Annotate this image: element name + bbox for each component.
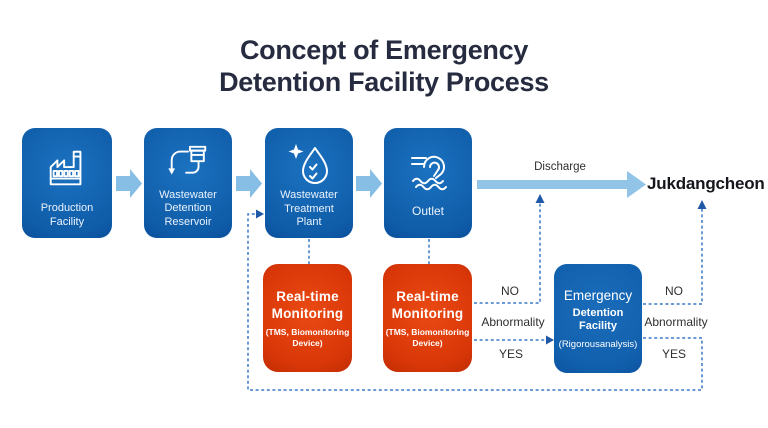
- monitoring-box-2: Real-time Monitoring (TMS, Biomonitoring…: [383, 264, 472, 372]
- title-line: Monitoring: [391, 305, 464, 321]
- process-box-label: Wastewater Treatment Plant: [280, 189, 338, 230]
- title-line: Real-time: [276, 288, 339, 304]
- flow-arrow-2-icon: [236, 169, 262, 198]
- label-line: Reservoir: [164, 215, 212, 228]
- title-line: Real-time: [396, 288, 459, 304]
- emergency-detention-facility-box: Emergency Detention Facility (Rigorousan…: [554, 264, 642, 373]
- connector-yes-recirculation-loop: [247, 213, 703, 391]
- subtitle-line: (TMS, Biomonitoring: [385, 326, 470, 337]
- monitoring-title: Real-time Monitoring: [272, 288, 344, 322]
- detention-reservoir-icon: [165, 141, 211, 189]
- monitoring-title: Real-time Monitoring: [392, 288, 464, 322]
- label-line: Treatment: [284, 202, 334, 215]
- process-box-label: Outlet: [411, 203, 444, 219]
- factory-icon: [44, 141, 90, 197]
- process-box-detention-reservoir: Wastewater Detention Reservoir: [144, 128, 232, 238]
- subtitle-line: Device): [292, 337, 323, 348]
- treatment-droplet-icon: [285, 141, 333, 189]
- monitoring-box-1: Real-time Monitoring (TMS, Biomonitoring…: [263, 264, 352, 372]
- label-line: Outlet: [411, 203, 444, 218]
- flow-arrow-3-icon: [356, 169, 382, 198]
- process-box-label: Wastewater Detention Reservoir: [159, 189, 217, 230]
- label-line: Wastewater: [280, 189, 338, 201]
- arrowhead-into-plant-icon: [256, 209, 264, 219]
- process-box-label: Production Facility: [41, 202, 94, 229]
- page-title: Concept of Emergency Detention Facility …: [0, 34, 768, 98]
- process-box-production-facility: Production Facility: [22, 128, 112, 238]
- label-line: Detention: [164, 202, 212, 214]
- subtitle-line: (TMS, Biomonitoring: [265, 326, 350, 337]
- river-name: Jukdangcheon: [647, 174, 765, 193]
- label-line: Plant: [296, 216, 322, 228]
- process-box-outlet: Outlet: [384, 128, 472, 238]
- decision-yes-right: YES: [661, 347, 686, 361]
- page-title-line2: Detention Facility Process: [219, 67, 549, 97]
- label-line: Production: [40, 202, 94, 214]
- monitoring-subtitle: (TMS, Biomonitoring Device): [386, 327, 470, 349]
- decision-abnormality-left: Abnormality: [481, 315, 545, 329]
- connector-no-right: [643, 207, 703, 305]
- arrowhead-up-left-icon: [535, 194, 545, 203]
- monitoring-subtitle: (TMS, Biomonitoring Device): [266, 327, 350, 349]
- emergency-line2: Detention Facility: [572, 306, 624, 332]
- decision-no-left: NO: [501, 284, 519, 298]
- emergency-line1: Emergency: [563, 287, 633, 303]
- title-line: Monitoring: [271, 305, 344, 321]
- label-line: Wastewater: [159, 188, 217, 201]
- decision-abnormality-right: Abnormality: [644, 315, 708, 329]
- decision-yes-left: YES: [498, 347, 523, 361]
- subtitle-line: Device): [412, 337, 443, 348]
- arrowhead-into-emergency-icon: [546, 335, 554, 345]
- page-title-line1: Concept of Emergency: [239, 35, 529, 65]
- arrowhead-up-right-icon: [697, 200, 707, 209]
- emergency-line3: (Rigorousanalysis): [558, 338, 638, 350]
- discharge-arrow-icon: [477, 171, 646, 198]
- decision-no-right: NO: [665, 284, 683, 298]
- label-line: Facility: [49, 215, 85, 228]
- process-box-treatment-plant: Wastewater Treatment Plant: [265, 128, 353, 238]
- discharge-label: Discharge: [534, 161, 586, 173]
- flow-arrow-1-icon: [116, 169, 142, 198]
- outlet-icon: [404, 141, 452, 197]
